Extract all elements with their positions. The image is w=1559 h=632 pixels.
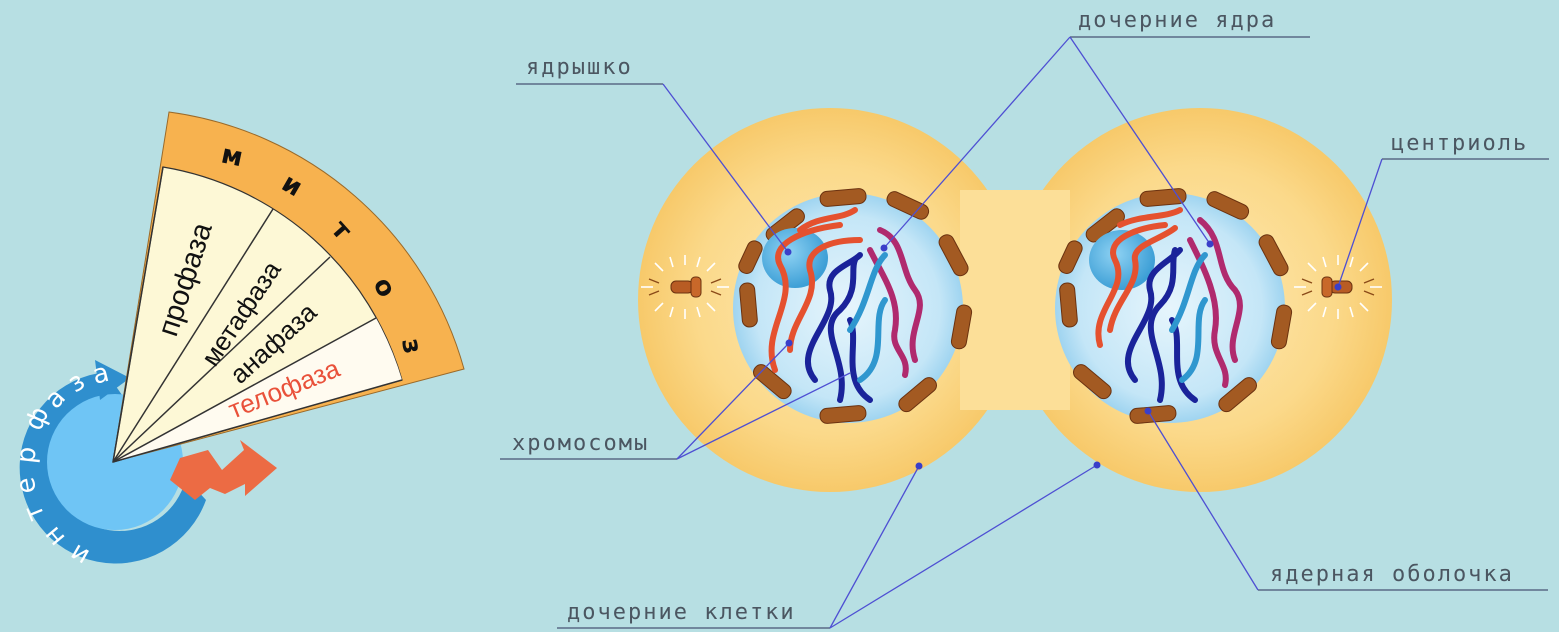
cell-cycle-wheel: профаза метафаза анафаза телофаза м и т … [11,112,464,572]
interphase-letter-5: р [11,445,43,465]
label-nucleolus: ядрышко [526,55,633,80]
label-nuclear-envelope: ядерная оболочка [1270,562,1514,587]
label-chromosomes: хромосомы [512,431,649,456]
label-centriole: центриоль [1391,131,1528,156]
mitosis-exit-arrow [170,440,277,500]
dividing-cells [638,108,1392,492]
label-daughter-cells: дочерние клетки [567,600,796,625]
label-daughter-nuclei: дочерние ядра [1078,8,1276,33]
